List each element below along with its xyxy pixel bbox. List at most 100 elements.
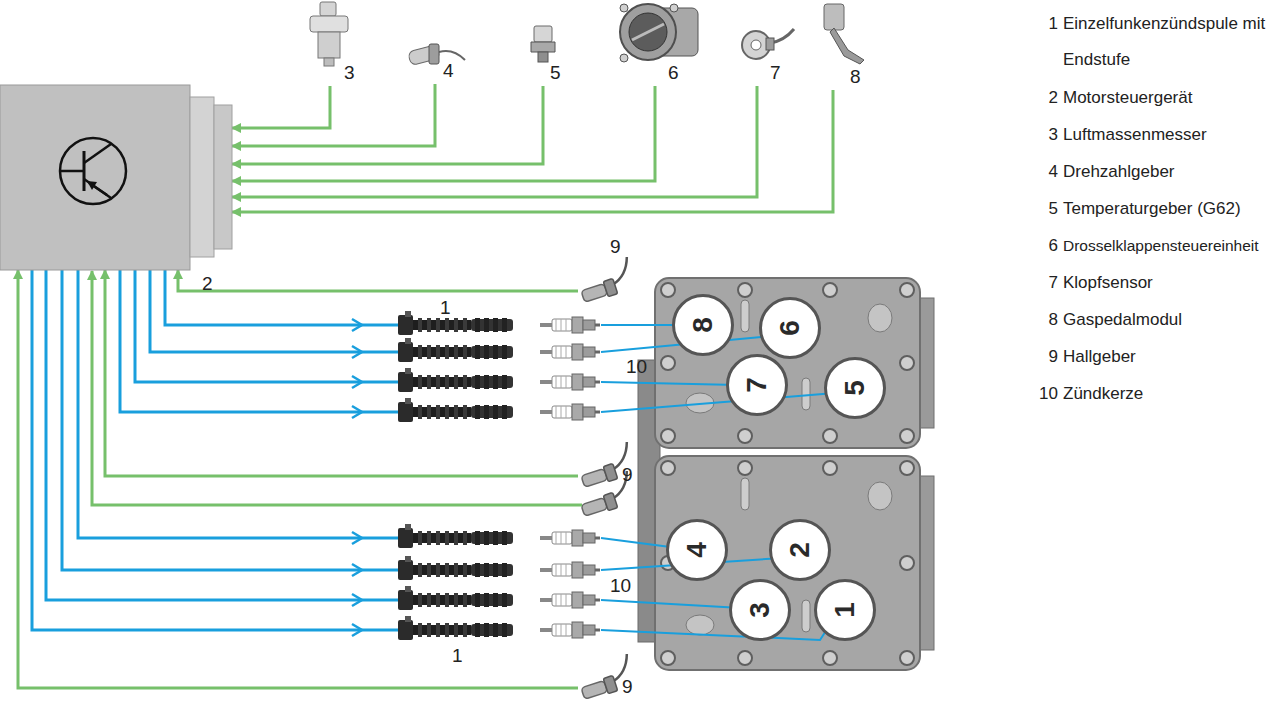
callout-number: 5 bbox=[550, 62, 561, 84]
callout-number: 9 bbox=[622, 676, 633, 698]
sensor-signal-line bbox=[232, 90, 833, 212]
sensor-signal-line bbox=[178, 270, 578, 291]
key-text: Hallgeber bbox=[1063, 339, 1270, 375]
temperature-sender-icon bbox=[520, 20, 570, 86]
spark-plug bbox=[540, 317, 600, 333]
key-text: Temperaturgeber (G62) bbox=[1063, 191, 1270, 227]
key-number: 1 bbox=[1032, 6, 1058, 42]
key-number: 2 bbox=[1032, 80, 1058, 116]
cylinder: 8 bbox=[672, 294, 734, 356]
cylinder-number: 7 bbox=[742, 377, 772, 393]
key-number: 7 bbox=[1032, 265, 1058, 301]
cylinder-number: 6 bbox=[775, 320, 805, 336]
sensor-signal-line bbox=[105, 270, 578, 476]
callout-number: 7 bbox=[770, 62, 781, 84]
cylinder: 3 bbox=[729, 579, 791, 641]
cylinder: 6 bbox=[759, 297, 821, 359]
callout-number: 2 bbox=[202, 273, 213, 295]
cylinder-number: 4 bbox=[682, 542, 712, 558]
throttle-valve-unit-icon bbox=[612, 0, 702, 86]
key-text: Einzelfunkenzündspule mit Endstufe bbox=[1063, 6, 1270, 78]
spark-arrow bbox=[601, 324, 683, 326]
ignition-signal-line bbox=[135, 270, 398, 382]
hall-sender: 9 bbox=[578, 666, 644, 702]
key-number: 8 bbox=[1032, 302, 1058, 338]
cylinder-number: 1 bbox=[830, 602, 860, 618]
spark-plug bbox=[540, 530, 600, 546]
callout-number: 9 bbox=[622, 464, 633, 486]
signal-direction bbox=[352, 376, 362, 388]
hall-sender: 9 bbox=[578, 456, 648, 492]
ignition-coil bbox=[398, 524, 513, 548]
signal-direction bbox=[352, 532, 362, 544]
spark-arrow bbox=[601, 623, 831, 640]
cylinder: 7 bbox=[726, 354, 788, 416]
callout-number: 6 bbox=[668, 62, 679, 84]
callout-number: 4 bbox=[443, 60, 454, 82]
spark-arrow bbox=[601, 600, 741, 608]
callout-number: 3 bbox=[344, 62, 355, 84]
engine-speed-sender: 4 bbox=[405, 38, 467, 84]
accelerator-pedal-module-icon bbox=[812, 0, 870, 90]
air-mass-meter: 3 bbox=[298, 0, 368, 86]
spark-plug bbox=[540, 374, 600, 390]
cylinder: 1 bbox=[814, 579, 876, 641]
sensor-signal-line bbox=[232, 86, 655, 181]
ignition-coil bbox=[398, 368, 513, 392]
ignition-coil bbox=[398, 616, 513, 640]
sensor-signal-line bbox=[92, 271, 582, 505]
knock-sensor: 7 bbox=[732, 25, 796, 86]
hall-sender-icon bbox=[578, 456, 648, 492]
spark-plug bbox=[540, 592, 600, 608]
engine-control-unit: 2 bbox=[0, 85, 232, 270]
signal-direction bbox=[352, 624, 362, 636]
signal-direction bbox=[352, 319, 362, 331]
temperature-sender: 5 bbox=[520, 20, 570, 86]
cylinder-head bbox=[655, 278, 934, 448]
key-text: Klopfsensor bbox=[1063, 265, 1270, 301]
spark-plug bbox=[540, 622, 600, 638]
callout-number: 9 bbox=[610, 236, 621, 258]
sensor-signal-line bbox=[232, 86, 757, 197]
signal-direction bbox=[352, 564, 362, 576]
engine-speed-sender-icon bbox=[405, 38, 467, 84]
spark-plug bbox=[540, 404, 600, 420]
cylinder-number: 5 bbox=[840, 380, 870, 396]
sensor-signal-line bbox=[232, 86, 543, 164]
spark-arrow bbox=[601, 382, 738, 385]
key-number: 5 bbox=[1032, 191, 1058, 227]
hall-sender-icon bbox=[578, 666, 644, 702]
key-number: 3 bbox=[1032, 117, 1058, 153]
sensor-signal-line bbox=[18, 270, 578, 688]
sensor-signal-line bbox=[232, 84, 435, 146]
cylinder-number: 8 bbox=[688, 317, 718, 333]
ignition-coil bbox=[398, 586, 513, 610]
key-number: 10 bbox=[1032, 376, 1058, 412]
key-text: Drehzahlgeber bbox=[1063, 154, 1270, 190]
spark-plug bbox=[540, 344, 600, 360]
hall-sender: 9 bbox=[578, 236, 644, 306]
ignition-signal-line bbox=[46, 270, 398, 600]
ignition-coil bbox=[398, 338, 513, 362]
sensor-signal-line bbox=[232, 86, 330, 128]
ignition-coil bbox=[398, 556, 513, 580]
key-text: Gaspedalmodul bbox=[1063, 302, 1270, 338]
cylinder-number: 2 bbox=[785, 542, 815, 558]
ignition-signal-line bbox=[165, 270, 398, 325]
callout-number: 10 bbox=[610, 575, 631, 597]
cylinder-number: 3 bbox=[745, 602, 775, 618]
ignition-coil bbox=[398, 398, 513, 422]
signal-direction bbox=[352, 594, 362, 606]
key-number: 4 bbox=[1032, 154, 1058, 190]
signal-direction bbox=[352, 346, 362, 358]
knock-sensor-icon bbox=[732, 25, 796, 86]
cylinder: 5 bbox=[824, 357, 886, 419]
spark-arrow bbox=[601, 393, 835, 412]
ignition-signal-line bbox=[150, 270, 398, 352]
throttle-valve-unit: 6 bbox=[612, 0, 702, 86]
callout-number: 1 bbox=[452, 645, 463, 667]
key-text: Motorsteuergerät bbox=[1063, 80, 1270, 116]
callout-number: 8 bbox=[850, 66, 861, 88]
ignition-signal-line bbox=[32, 270, 398, 630]
